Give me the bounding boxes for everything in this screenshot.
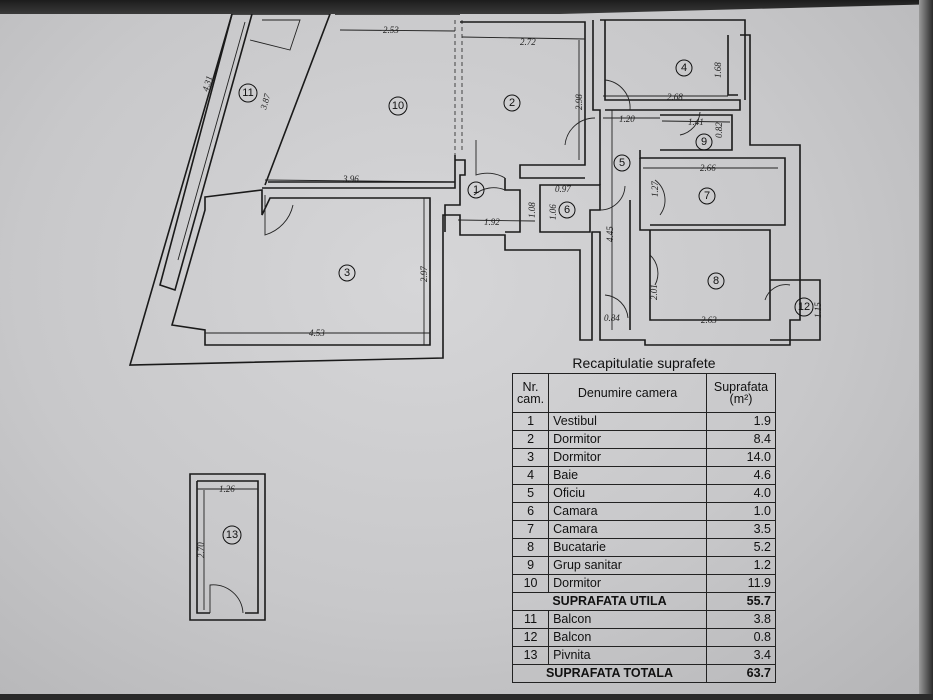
room-4-walls xyxy=(600,19,746,100)
header-area: Suprafata (m²) xyxy=(706,373,776,413)
dimension-label: 2.63 xyxy=(701,315,717,325)
dimension-label: 1.27 xyxy=(650,181,660,197)
room-7-8-walls xyxy=(629,158,771,330)
header-nr: Nr. cam. xyxy=(511,373,550,413)
area-summary-table: Nr. cam. Denumire camera Suprafata (m²) … xyxy=(511,373,776,683)
room-number-2: 2 xyxy=(503,94,521,112)
svg-text:4: 4 xyxy=(681,62,687,74)
dimension-label: 0.82 xyxy=(714,122,724,138)
room-number-6: 6 xyxy=(558,201,576,219)
outer-wall xyxy=(128,13,801,366)
dimension-label: 2.98 xyxy=(574,94,584,110)
svg-text:3: 3 xyxy=(344,267,350,279)
monitor-bezel-bottom xyxy=(0,694,933,700)
dimension-label: 2.66 xyxy=(700,163,716,173)
dimension-label: 1.26 xyxy=(219,484,235,494)
dimension-label: 3.87 xyxy=(258,92,272,111)
dimension-label: 2.01 xyxy=(649,284,659,300)
svg-text:13: 13 xyxy=(226,529,238,541)
room-number-12: 12 xyxy=(794,297,814,317)
svg-text:9: 9 xyxy=(701,136,707,148)
dimension-label: 4.53 xyxy=(309,328,325,338)
balcony-12 xyxy=(770,279,821,341)
header-name: Denumire camera xyxy=(548,373,707,413)
room-13-walls xyxy=(189,473,266,621)
room-number-1: 1 xyxy=(467,181,485,199)
dimension-label: 1.06 xyxy=(548,204,558,220)
dimension-label: 1.20 xyxy=(619,114,635,124)
dimension-label: 2.70 xyxy=(196,542,206,558)
svg-text:6: 6 xyxy=(564,204,570,216)
svg-text:12: 12 xyxy=(798,301,810,313)
room-number-5: 5 xyxy=(613,154,631,172)
room-number-8: 8 xyxy=(707,272,725,290)
dimension-label: 1.68 xyxy=(713,62,723,78)
dimension-label: 1.08 xyxy=(527,202,537,218)
dimension-label: 4.45 xyxy=(605,226,615,242)
svg-text:7: 7 xyxy=(704,190,710,202)
room-number-11: 11 xyxy=(238,83,258,103)
dimension-label: 2.53 xyxy=(383,25,399,35)
dimension-label: 1.15 xyxy=(813,302,823,318)
dimension-label: 0.97 xyxy=(555,184,571,194)
room-number-3: 3 xyxy=(338,264,356,282)
table-header-row: Nr. cam. Denumire camera Suprafata (m²) xyxy=(511,373,776,413)
svg-text:10: 10 xyxy=(392,100,404,112)
svg-text:5: 5 xyxy=(619,157,625,169)
dimension-label: 4.31 xyxy=(200,75,214,93)
dimension-label: 1.92 xyxy=(484,217,500,227)
svg-text:11: 11 xyxy=(242,87,253,99)
room-number-7: 7 xyxy=(698,187,716,205)
room-number-4: 4 xyxy=(675,59,693,77)
svg-text:8: 8 xyxy=(713,275,719,287)
dimension-label: 1.41 xyxy=(688,117,704,127)
monitor-bezel-right xyxy=(919,0,933,700)
dimension-label: 2.72 xyxy=(520,37,536,47)
table-title: Recapitulatie suprafete xyxy=(572,355,716,371)
room-9-walls xyxy=(639,114,786,226)
svg-text:1: 1 xyxy=(473,184,479,196)
room-number-10: 10 xyxy=(388,96,408,116)
balcony-11 xyxy=(159,13,332,292)
room-number-13: 13 xyxy=(222,525,242,545)
svg-text:2: 2 xyxy=(509,97,515,109)
room-number-9: 9 xyxy=(695,133,713,151)
dimension-label: 2.68 xyxy=(667,92,683,102)
dimension-label: 2.97 xyxy=(419,266,429,282)
dimension-label: 3.96 xyxy=(342,174,359,184)
dimension-label: 0.84 xyxy=(604,313,620,323)
room-3-walls xyxy=(170,189,431,346)
